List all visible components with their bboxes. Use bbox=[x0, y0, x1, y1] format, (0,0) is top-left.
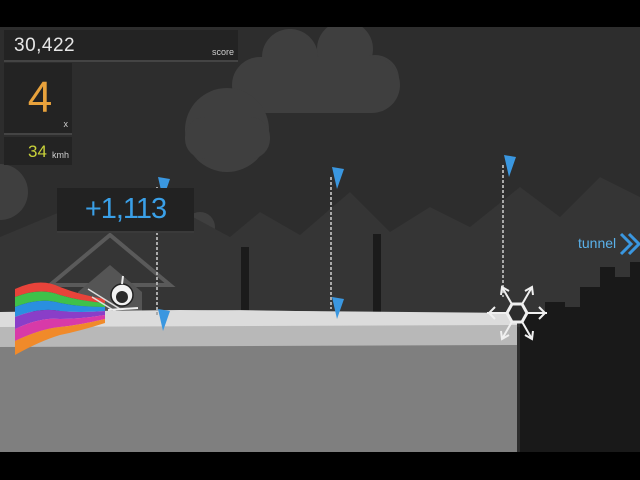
slalom-flag-icon bbox=[502, 155, 516, 297]
slalom-gates bbox=[156, 155, 516, 331]
game-viewport[interactable]: 30,422 score 4 x 34 kmh +1,113 tunnel bbox=[0, 27, 640, 452]
rainbow-trail bbox=[15, 282, 105, 355]
upcoming-tunnel-label: tunnel bbox=[578, 235, 617, 251]
slalom-flag-icon bbox=[330, 167, 344, 319]
tunnel-posts bbox=[241, 234, 381, 314]
score-panel: 30,422 score bbox=[4, 30, 238, 62]
bonus-value: +1,113 bbox=[84, 193, 167, 225]
snow-slope bbox=[0, 310, 517, 452]
game-scene bbox=[0, 27, 640, 452]
score-label: score bbox=[211, 47, 234, 57]
cloud-icon bbox=[0, 27, 400, 242]
multiplier-label: x bbox=[63, 119, 69, 129]
double-chevron-right-icon bbox=[619, 232, 640, 256]
snowflake-icon[interactable] bbox=[487, 285, 547, 341]
speed-value: 34 bbox=[28, 142, 47, 161]
speed-panel: 34 kmh bbox=[4, 137, 72, 165]
city-skyline-icon bbox=[520, 262, 640, 452]
multiplier-value: 4 bbox=[27, 73, 53, 122]
bonus-popup: +1,113 bbox=[57, 188, 194, 233]
speed-unit: kmh bbox=[52, 150, 70, 160]
score-value: 30,422 bbox=[14, 35, 76, 56]
multiplier-panel: 4 x bbox=[4, 63, 72, 135]
skier-icon[interactable] bbox=[87, 275, 139, 314]
